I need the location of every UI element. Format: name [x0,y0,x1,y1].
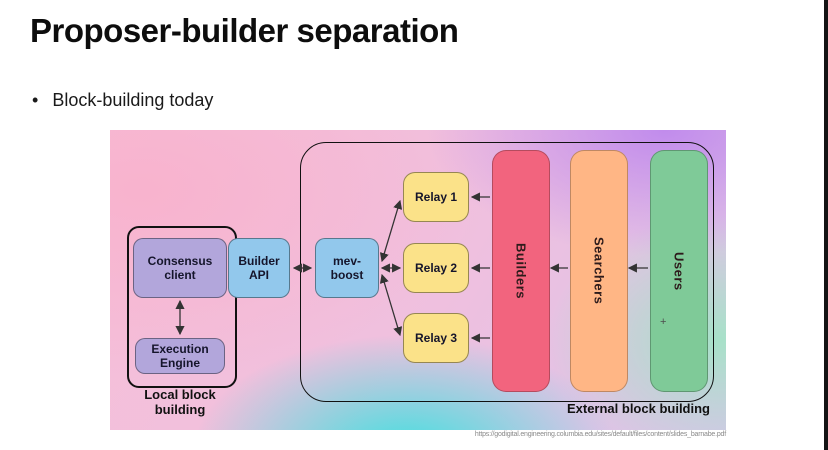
external-block-building-label: External block building [566,401,710,416]
bullet-item: • Block-building today [32,90,213,111]
block-building-diagram: Consensus client Builder API Execution E… [110,130,726,430]
relay-2-node: Relay 2 [403,243,469,293]
users-pillar: Users [650,150,708,392]
consensus-client-node: Consensus client [133,238,227,298]
builder-api-node: Builder API [228,238,290,298]
relay-3-node: Relay 3 [403,313,469,363]
searchers-pillar: Searchers [570,150,628,392]
local-block-building-label: Local block building [144,387,216,417]
page-title: Proposer-builder separation [30,12,459,49]
builders-pillar: Builders [492,150,550,392]
relay-1-node: Relay 1 [403,172,469,222]
bullet-marker: • [32,90,39,110]
right-edge-bar [824,0,828,450]
bullet-text: Block-building today [52,90,214,110]
source-url: https://godigital.engineering.columbia.e… [474,431,726,438]
execution-engine-node: Execution Engine [135,338,225,374]
mev-boost-node: mev-boost [315,238,379,298]
cursor-crosshair: + [660,316,667,328]
local-block-building-group [127,226,237,388]
